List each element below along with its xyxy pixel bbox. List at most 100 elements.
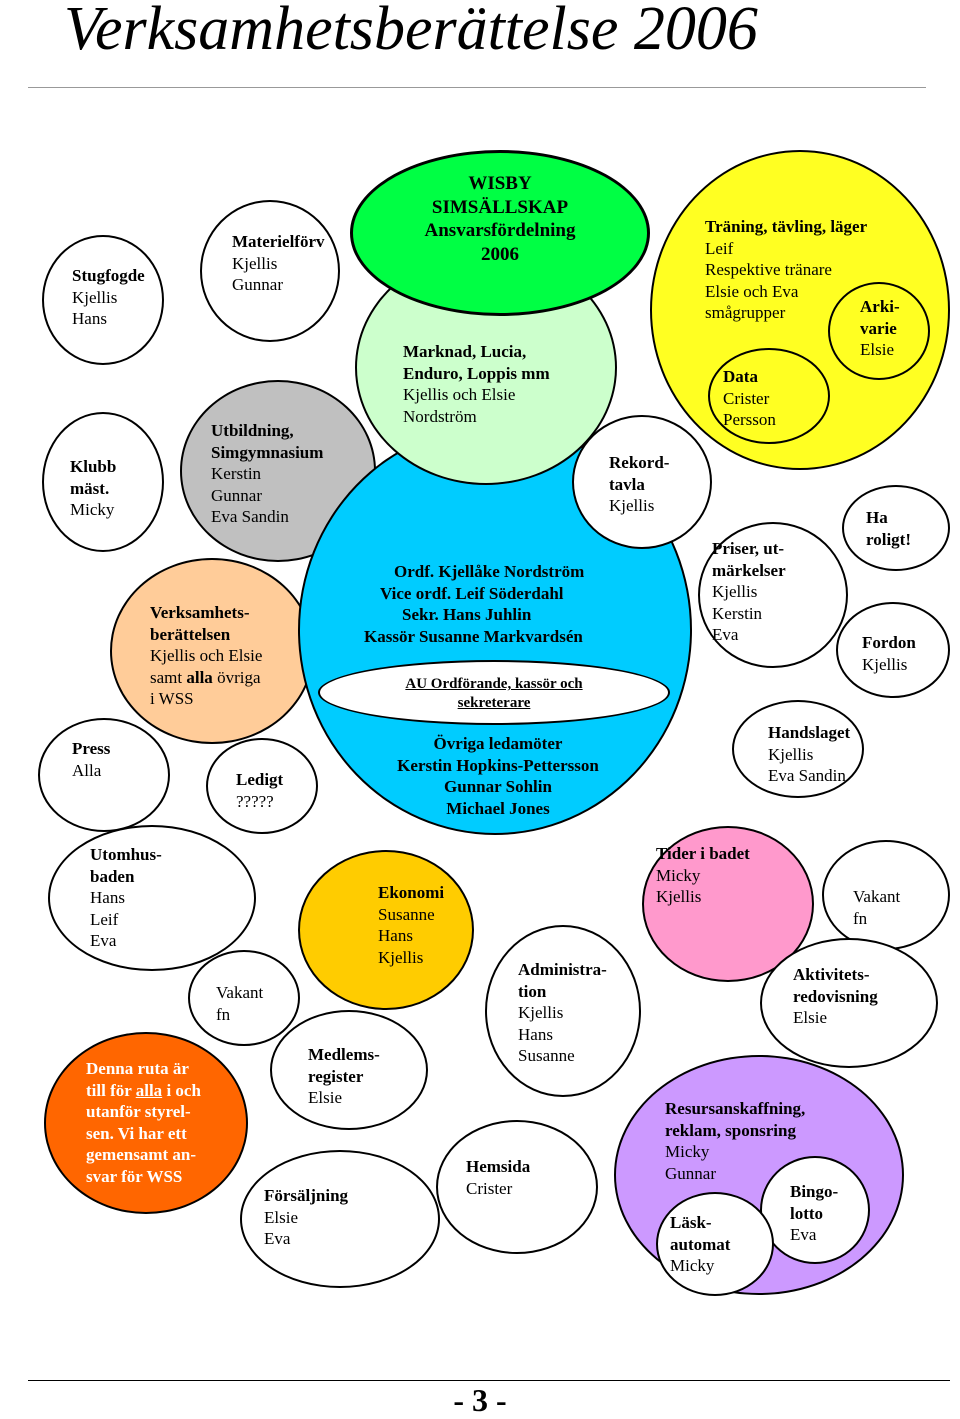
laskautomat-person: Micky xyxy=(670,1256,715,1275)
medlemsregister-title-2: register xyxy=(308,1066,364,1086)
footer-rule xyxy=(28,1380,950,1381)
vb-title-2: berättelsen xyxy=(150,624,231,644)
klubb-title-2: mäst. xyxy=(70,478,110,498)
arkivarie-person: Elsie xyxy=(860,340,894,359)
ekonomi-person-1: Susanne xyxy=(378,904,435,924)
data-text: Data Crister Persson xyxy=(723,366,776,431)
fordon-text: Fordon Kjellis xyxy=(862,632,916,675)
vb-line-1: Kjellis och Elsie xyxy=(150,646,263,665)
data-person-1: Crister xyxy=(723,388,770,408)
tider-title: Tider i badet xyxy=(656,844,750,863)
administration-person-2: Hans xyxy=(518,1024,553,1044)
bubble-ekonomi xyxy=(298,850,474,1010)
arkivarie-title-2: varie xyxy=(860,318,897,338)
aktivitet-text: Aktivitets- redovisning Elsie xyxy=(793,964,878,1029)
medlemsregister-person: Elsie xyxy=(308,1088,342,1107)
verksamhetsberattelsen-text: Verksamhets- berättelsen Kjellis och Els… xyxy=(150,602,262,710)
bubble-denna xyxy=(44,1032,248,1214)
handslaget-person-2: Eva Sandin xyxy=(768,766,846,785)
priser-title-1: Priser, ut- xyxy=(712,539,785,558)
tider-person-2: Kjellis xyxy=(656,887,702,906)
utbildning-person-1: Kerstin xyxy=(211,464,262,483)
press-text: Press Alla xyxy=(72,738,110,781)
resurs-title-2: reklam, sponsring xyxy=(665,1120,796,1140)
bubble-hemsida xyxy=(436,1120,598,1254)
ekonomi-person-3: Kjellis xyxy=(378,947,424,967)
resurs-title-1: Resursanskaffning, xyxy=(665,1099,806,1118)
administration-person-1: Kjellis xyxy=(518,1003,564,1022)
page-title: Verksamhetsberättelse 2006 xyxy=(64,0,758,63)
utbildning-title-2: Simgymnasium xyxy=(211,442,324,462)
ovriga-text: Övriga ledamöter Kerstin Hopkins-Petters… xyxy=(348,733,648,819)
styrelse-text: Ordf. Kjellåke Nordström Vice ordf. Leif… xyxy=(364,561,584,647)
vakant-right-text: Vakant fn xyxy=(853,886,900,929)
data-person-2: Persson xyxy=(723,410,776,429)
bubble-utomhusbaden xyxy=(48,825,256,971)
resurs-person-1: Micky xyxy=(665,1142,710,1161)
wisby-text: WISBY SIMSÄLLSKAP Ansvarsfördelning 2006 xyxy=(350,172,650,266)
bubble-administration xyxy=(485,925,641,1097)
denna-line-2a: till för xyxy=(86,1080,136,1100)
denna-line-2b: alla xyxy=(135,1080,163,1100)
medlemsregister-text: Medlems- register Elsie xyxy=(308,1044,380,1109)
denna-line-3: utanför styrel- xyxy=(86,1102,191,1121)
hemsida-title: Hemsida xyxy=(466,1157,531,1176)
materielforv-person-1: Kjellis xyxy=(232,253,278,273)
laskautomat-text: Läsk- automat Micky xyxy=(670,1212,730,1277)
au-line-1: AU Ordförande, kassör och xyxy=(405,676,583,692)
traning-line-2: Respektive tränare xyxy=(705,260,832,279)
ekonomi-title: Ekonomi xyxy=(378,883,445,902)
bingolotto-person: Eva xyxy=(790,1225,817,1244)
marknad-text: Marknad, Lucia, Enduro, Loppis mm Kjelli… xyxy=(403,341,550,427)
tider-person-1: Micky xyxy=(656,865,701,885)
bubble-data xyxy=(708,348,830,444)
bubble-ha-roligt xyxy=(842,485,950,571)
bubble-fordon xyxy=(836,602,950,698)
priser-person-3: Eva xyxy=(712,625,739,644)
stugfogde-text: Stugfogde Kjellis Hans xyxy=(72,265,145,330)
bingolotto-title-2: lotto xyxy=(790,1203,824,1223)
priser-title-2: märkelser xyxy=(712,560,786,580)
wisby-line-2: SIMSÄLLSKAP xyxy=(431,196,569,218)
rekordtavla-text: Rekord- tavla Kjellis xyxy=(609,452,669,517)
resurs-text: Resursanskaffning, reklam, sponsring Mic… xyxy=(665,1098,805,1184)
au-line-2: sekreterare xyxy=(457,695,531,711)
press-person: Alla xyxy=(72,760,102,780)
bubble-stugfogde xyxy=(42,235,164,365)
ha-roligt-text: Ha roligt! xyxy=(866,507,911,550)
wisby-line-4: 2006 xyxy=(481,243,519,265)
utbildning-text: Utbildning, Simgymnasium Kerstin Gunnar … xyxy=(211,420,323,528)
arkivarie-title-1: Arki- xyxy=(860,297,900,316)
priser-person-1: Kjellis xyxy=(712,582,758,601)
laskautomat-title-1: Läsk- xyxy=(670,1213,712,1232)
bubble-vakant-left xyxy=(188,950,300,1046)
bubble-vakant-right xyxy=(822,840,950,950)
title-rule xyxy=(28,87,926,88)
bubble-laskautomat xyxy=(656,1192,774,1296)
arkivarie-text: Arki- varie Elsie xyxy=(860,296,900,361)
forsaljning-text: Försäljning Elsie Eva xyxy=(264,1185,348,1250)
aktivitet-person: Elsie xyxy=(793,1008,827,1027)
laskautomat-title-2: automat xyxy=(670,1234,731,1254)
priser-text: Priser, ut- märkelser Kjellis Kerstin Ev… xyxy=(712,538,786,646)
styrelse-kassor: Kassör Susanne Markvardsén xyxy=(364,626,583,646)
utomhusbaden-person-3: Eva xyxy=(90,931,117,950)
administration-text: Administra- tion Kjellis Hans Susanne xyxy=(518,959,607,1067)
bubble-tider xyxy=(642,826,814,982)
materielforv-title: Materielförv xyxy=(232,232,325,251)
utomhusbaden-title-1: Utomhus- xyxy=(90,845,162,864)
wisby-line-1: WISBY xyxy=(468,173,532,194)
ovriga-member-2: Gunnar Sohlin xyxy=(444,777,552,796)
bubble-ledigt xyxy=(206,738,318,834)
data-title: Data xyxy=(723,367,758,386)
marknad-title-1: Marknad, Lucia, xyxy=(403,342,527,361)
traning-line-4: smågrupper xyxy=(705,303,786,322)
administration-title-1: Administra- xyxy=(518,960,607,979)
fordon-person: Kjellis xyxy=(862,654,908,674)
aktivitet-title-2: redovisning xyxy=(793,986,878,1006)
traning-line-1: Leif xyxy=(705,238,734,258)
denna-line-5: gemensamt an- xyxy=(86,1145,197,1164)
traning-title: Träning, tävling, läger xyxy=(705,217,868,236)
klubb-person: Micky xyxy=(70,500,115,519)
bingolotto-text: Bingo- lotto Eva xyxy=(790,1181,838,1246)
